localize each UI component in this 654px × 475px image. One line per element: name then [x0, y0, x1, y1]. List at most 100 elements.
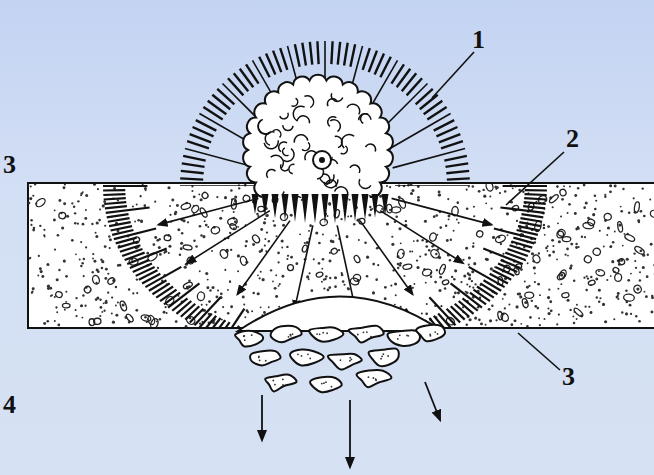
grain-dot [136, 292, 138, 294]
grain-dot [438, 289, 441, 292]
grain-dot [384, 297, 387, 300]
grain-dot [321, 281, 323, 283]
grain-dot [533, 266, 536, 269]
grain-dot [278, 285, 280, 287]
grain-dot [588, 306, 590, 308]
grain-dot [574, 212, 577, 215]
grain-dot [238, 187, 240, 189]
stress-wave-hatch [484, 280, 502, 290]
grain-dot [622, 245, 624, 247]
grain-dot [620, 206, 622, 208]
stress-wave-hatch [524, 202, 546, 204]
grain-dot [350, 215, 352, 217]
grain-dot [400, 242, 402, 244]
grain-dot [54, 320, 56, 322]
grain-dot [528, 285, 530, 287]
leader-line [432, 52, 474, 98]
grain-dot [230, 249, 232, 251]
grain-dot [567, 299, 570, 302]
grain-dot [574, 194, 577, 197]
grain-dot [448, 218, 450, 220]
grain-dot [319, 333, 321, 335]
grain-dot [506, 212, 509, 215]
grain-dot [251, 310, 253, 312]
air-shock-hatch [363, 48, 370, 70]
grain-dot [547, 225, 550, 228]
grain-dot [430, 276, 432, 278]
grain-dot [448, 215, 451, 218]
pore-oval [201, 191, 209, 199]
stress-wave-hatch [139, 270, 158, 279]
grain-dot [273, 224, 276, 227]
pore-oval [442, 279, 450, 285]
stress-wave-hatch [190, 309, 204, 323]
pore-oval [634, 202, 640, 213]
grain-dot [547, 296, 550, 299]
grain-dot [322, 234, 324, 236]
grain-dot [516, 305, 519, 308]
grain-dot [529, 316, 532, 319]
leader-lines [432, 52, 564, 370]
grain-dot [270, 269, 272, 271]
grain-dot [462, 259, 464, 261]
grain-dot [313, 258, 315, 260]
grain-dot [384, 286, 387, 289]
pore-oval [147, 315, 156, 326]
grain-dot [606, 234, 608, 236]
pore-oval [623, 294, 634, 302]
grain-dot [30, 219, 33, 222]
grain-dot [468, 274, 471, 277]
stress-wave-hatch [480, 283, 497, 294]
grain-dot [503, 293, 506, 296]
pore-oval [532, 254, 542, 264]
stress-wave-hatch [518, 226, 539, 230]
grain-dot [109, 247, 111, 249]
pore-oval [618, 258, 625, 265]
fireball-curl [271, 152, 287, 168]
pore-oval [476, 230, 484, 238]
grain-dot [518, 293, 521, 296]
grain-dot [275, 295, 278, 298]
grain-dot [309, 224, 312, 227]
grain-dot [28, 202, 30, 204]
pore-oval [397, 197, 407, 209]
air-shock-hatch [444, 156, 466, 161]
air-shock-hatch [302, 43, 306, 66]
grain-dot [32, 287, 35, 290]
air-shock-hatch [280, 48, 287, 70]
grain-dot [321, 268, 323, 270]
wave-arrow [380, 211, 463, 263]
grain-dot [552, 245, 554, 247]
pore-oval [330, 247, 338, 255]
grain-dot [66, 215, 69, 218]
grain-dot [180, 242, 183, 245]
grain-dot [539, 294, 541, 296]
fragment-arrow [349, 400, 351, 467]
grain-dot [163, 311, 166, 314]
grain-dot [179, 254, 182, 257]
grain-dot [394, 282, 397, 285]
grain-dot [268, 240, 270, 242]
grain-dot [338, 249, 340, 251]
grain-dot [55, 306, 57, 308]
grain-dot [568, 203, 571, 206]
grain-dot [117, 264, 120, 267]
grain-dot [625, 289, 628, 292]
grain-dot [575, 243, 577, 245]
grain-dot [425, 245, 428, 248]
grain-dot [301, 355, 303, 357]
grain-dot [134, 221, 136, 223]
stress-wave-hatch [112, 230, 133, 235]
grain-dot [103, 200, 106, 203]
air-shock-hatch [338, 42, 340, 65]
stress-wave-hatch [521, 214, 543, 217]
pore-oval [180, 202, 191, 210]
grain-dot [107, 273, 109, 275]
grain-dot [261, 249, 264, 252]
grain-dot [262, 278, 265, 281]
grain-dot [224, 196, 227, 199]
grain-dot [327, 289, 330, 292]
grain-dot [229, 281, 231, 283]
grain-dot [381, 355, 383, 357]
grain-dot [472, 245, 475, 248]
